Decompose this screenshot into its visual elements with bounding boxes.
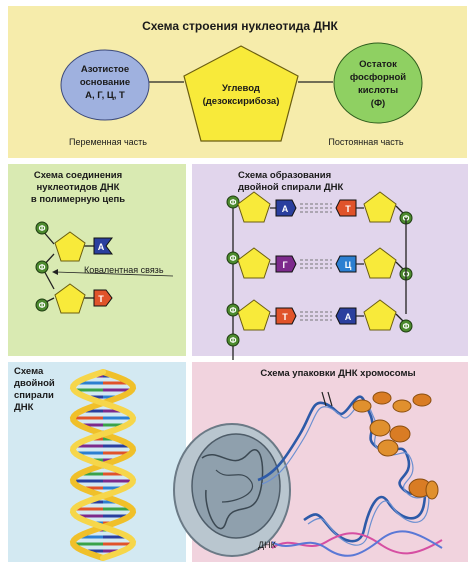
double-helix-diagram: Схема двойной спирали ДНК: [14, 366, 137, 561]
sugar-pentagon: [363, 191, 397, 223]
nitrogen-base-ellipse: [60, 49, 150, 121]
phosphate-circle: [35, 221, 49, 235]
phosphate-letter: Ф: [39, 224, 46, 233]
base-letter-a: А: [98, 242, 105, 252]
nucleosome: [369, 419, 391, 437]
nucleosome: [372, 391, 392, 405]
phos-label-line4: (Ф): [371, 98, 385, 109]
base-left: [275, 255, 297, 273]
base-letter-right: Т: [345, 204, 351, 214]
phosphate-circle: [226, 303, 240, 317]
sugar-pentagon: [237, 247, 271, 279]
formation-title-line2: двойной спирали ДНК: [238, 182, 343, 193]
thymine-base: [93, 289, 113, 307]
sugar-pentagon: [237, 191, 271, 223]
phosphate-letter: Ф: [230, 306, 237, 315]
phos-label-line2: фосфорной: [350, 72, 406, 83]
nucleosome: [412, 393, 432, 407]
helix-strand-b: [69, 369, 137, 561]
helix-title-line3: спирали: [14, 390, 54, 401]
helix-formation-diagram: Схема образования двойной спирали ДНК Ф А…: [226, 170, 413, 360]
sugar-pentagon: [183, 45, 299, 142]
nucleosome: [392, 399, 412, 413]
phos-label-line3: кислоты: [358, 85, 398, 96]
base-label-line1: Азотистое: [81, 64, 129, 75]
chromatin-fiber-highlight: [261, 400, 430, 546]
base-letter-right: А: [345, 312, 352, 322]
phos-label-line1: Остаток: [359, 59, 397, 70]
phosphate-letter: Ф: [39, 263, 46, 272]
chromatin-strands: [215, 469, 253, 503]
polymer-chain-diagram: Схема соединения нуклеотидов ДНК в полим…: [31, 170, 174, 314]
phosphate-ellipse: [333, 42, 423, 124]
sugar-pentagon: [54, 231, 86, 262]
covalent-bond-label: Ковалентная связь: [84, 265, 164, 275]
phosphate-letter: Ф: [230, 336, 237, 345]
base-left: [275, 307, 297, 325]
double-helix-panel: Схема двойной спирали ДНК: [8, 362, 186, 562]
nucleosome-group: [352, 391, 439, 500]
base-label-line3: А, Г, Ц, Т: [85, 90, 125, 101]
nucleosome: [425, 480, 439, 500]
chromatin-strands: [201, 449, 264, 530]
sugar-pentagon: [363, 299, 397, 331]
phosphate-letter: Ф: [39, 301, 46, 310]
base-letter-left: Г: [282, 260, 287, 270]
phosphate-circle: [226, 195, 240, 209]
nucleosome: [352, 399, 372, 413]
formation-title-line1: Схема образования: [238, 170, 331, 181]
nucleus-illustration: [191, 433, 281, 539]
helix-title-line4: ДНК: [14, 402, 34, 413]
chromosome-packing-diagram: Схема упаковки ДНК хромосомы ДНК: [173, 368, 443, 557]
phosphate-circle: [35, 260, 49, 274]
polymer-title-line2: нуклеотидов ДНК: [37, 182, 120, 193]
phosphate-letter: Ф: [230, 198, 237, 207]
base-letter-left: Т: [282, 312, 288, 322]
base-letter-right: Ц: [345, 260, 352, 270]
bond-pointer-arrow: [52, 269, 58, 275]
base-letter-left: А: [282, 204, 289, 214]
phosphate-circle: [226, 333, 240, 347]
base-left: [275, 199, 297, 217]
break-mark: [321, 391, 327, 407]
chromosome-packing-panel: Схема упаковки ДНК хромосомы ДНК: [173, 362, 468, 562]
sugar-pentagon: [363, 247, 397, 279]
phosphate-circle: [399, 319, 413, 333]
base-letter-t: Т: [98, 294, 104, 304]
helix-title-line2: двойной: [14, 378, 55, 389]
double-helix-formation-panel: Схема образования двойной спирали ДНК Ф А…: [192, 164, 468, 360]
helix-title-line1: Схема: [14, 366, 44, 377]
variable-part-label: Переменная часть: [69, 137, 147, 147]
base-pairs-layer: ФАТФФГЦФФТАФФ: [226, 191, 413, 360]
phosphate-circle: [226, 251, 240, 265]
nucleotide-structure-diagram: Схема строения нуклеотида ДНК Азотистое …: [60, 19, 423, 147]
dna-label: ДНК: [258, 540, 277, 550]
packing-title: Схема упаковки ДНК хромосомы: [260, 368, 415, 379]
sugar-pentagon: [54, 283, 86, 314]
phosphate-letter: Ф: [230, 254, 237, 263]
nucleosome: [389, 425, 411, 443]
dna-strand-2: [271, 530, 443, 557]
dna-strand-1: [271, 532, 443, 555]
phosphate-letter: Ф: [403, 322, 410, 331]
bond-pointer-line: [55, 271, 174, 277]
sugar-label-line1: Углевод: [222, 83, 260, 94]
phosphate-circle: [35, 298, 49, 312]
nucleotide-structure-title: Схема строения нуклеотида ДНК: [142, 19, 338, 33]
polymer-title-line3: в полимерную цепь: [31, 194, 125, 205]
adenine-base: [93, 237, 113, 255]
polymer-title-line1: Схема соединения: [34, 170, 122, 181]
polymer-chain-panel: Схема соединения нуклеотидов ДНК в полим…: [8, 164, 186, 356]
sugar-pentagon: [237, 299, 271, 331]
nucleotide-structure-panel: Схема строения нуклеотида ДНК Азотистое …: [8, 6, 467, 158]
nucleosome: [377, 439, 399, 457]
break-mark: [327, 391, 333, 407]
sugar-label-line2: (дезоксирибоза): [203, 96, 280, 107]
constant-part-label: Постоянная часть: [328, 137, 404, 147]
base-label-line2: основание: [80, 77, 130, 88]
